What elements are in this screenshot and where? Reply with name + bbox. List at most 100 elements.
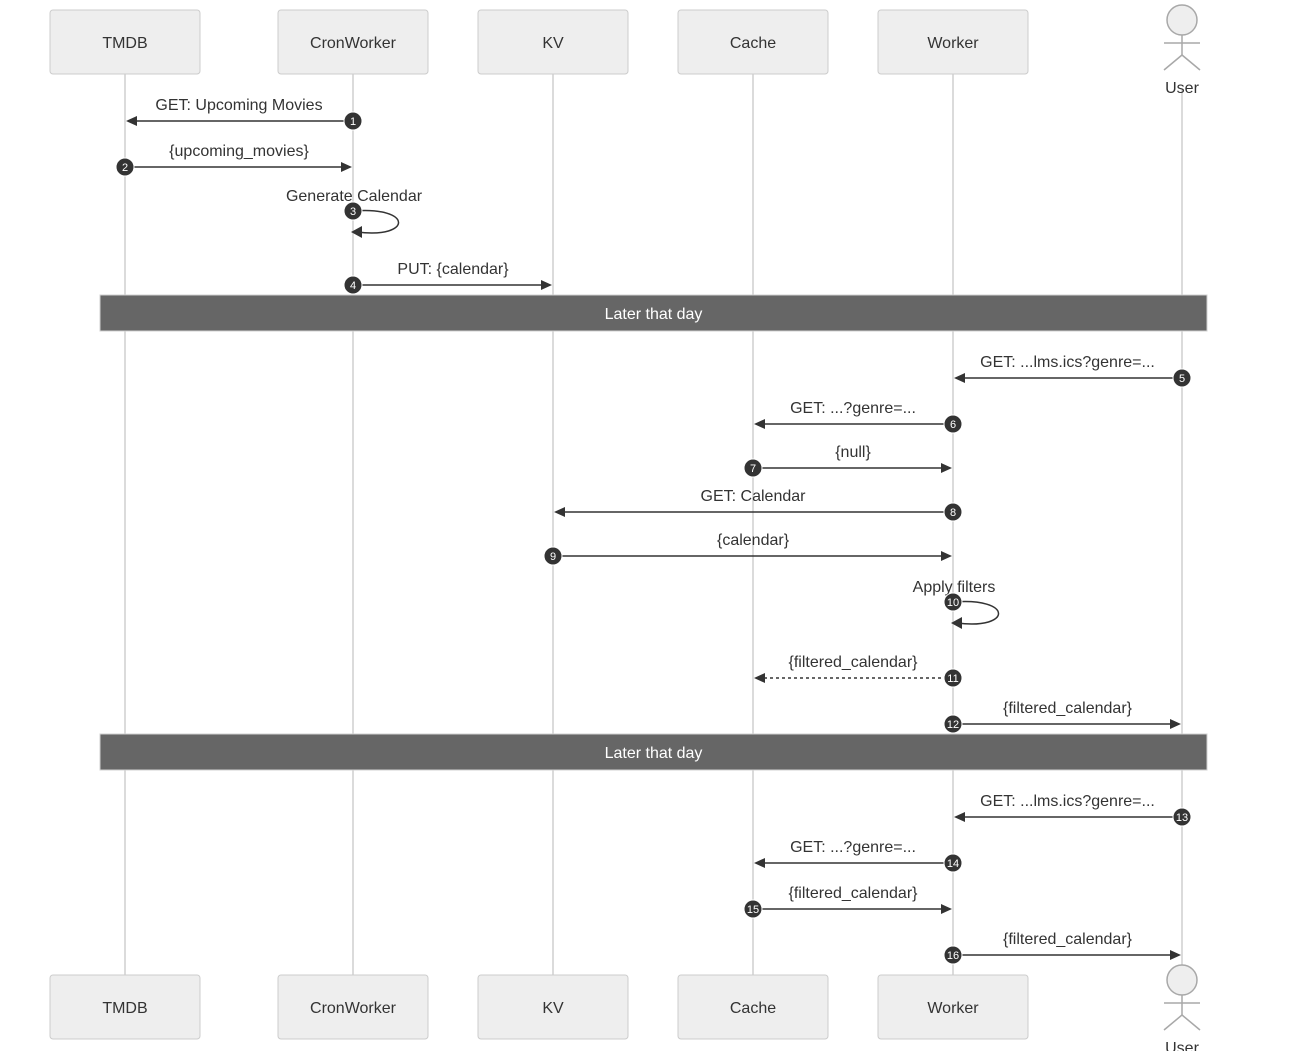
step-number-badge: 1 (343, 111, 363, 131)
step-number-badge: 7 (743, 458, 763, 478)
step-number: 6 (950, 419, 956, 431)
step-number: 11 (947, 673, 958, 685)
arrow-head (951, 617, 962, 629)
step-number: 13 (1176, 812, 1188, 824)
message-label: Apply filters (913, 579, 996, 596)
self-loop-arrow (952, 600, 1000, 625)
step-number: 15 (747, 904, 759, 916)
message-label: {filtered_calendar} (1003, 931, 1133, 948)
step-number-badge: 14 (943, 853, 963, 873)
message-label: GET: Upcoming Movies (155, 97, 322, 114)
participant-label: CronWorker (310, 35, 397, 52)
participant-kv-bottom: KV (477, 974, 629, 1040)
message-label: GET: ...?genre=... (790, 400, 916, 417)
message-label: GET: Calendar (701, 488, 807, 505)
message-11-worker-to-cache: {filtered_calendar} 11 (754, 654, 963, 688)
participant-worker-top: Worker (877, 9, 1029, 75)
step-number: 12 (947, 719, 959, 731)
arrow-head (541, 280, 552, 290)
message-label: GET: ...lms.ics?genre=... (980, 793, 1155, 810)
participant-label: CronWorker (310, 1000, 397, 1017)
participant-label: User (1165, 1040, 1199, 1051)
participant-box (877, 974, 1029, 1040)
participant-label: User (1165, 80, 1199, 97)
message-16-worker-to-user: {filtered_calendar} 16 (943, 931, 1181, 965)
arrow-head (1170, 719, 1181, 729)
step-number-badge: 4 (343, 275, 363, 295)
step-number: 8 (950, 507, 956, 519)
message-label: PUT: {calendar} (397, 261, 509, 278)
message-7-cache-to-worker: {null} 7 (743, 444, 952, 478)
participant-user-top: User (1163, 4, 1201, 97)
participant-box (477, 9, 629, 75)
message-6-worker-to-cache: GET: ...?genre=... 6 (754, 400, 963, 434)
arrow-head (351, 226, 362, 238)
participant-box (877, 9, 1029, 75)
lifelines (124, 74, 1183, 975)
step-number: 10 (947, 597, 959, 609)
step-number: 5 (1179, 373, 1185, 385)
step-number-badge: 16 (943, 945, 963, 965)
participant-cache-bottom: Cache (677, 974, 829, 1040)
participant-label: Worker (927, 35, 979, 52)
arrow-head (1170, 950, 1181, 960)
step-number-badge: 15 (743, 899, 763, 919)
participant-label: TMDB (102, 35, 147, 52)
participant-label: TMDB (102, 1000, 147, 1017)
note-bar (99, 294, 1208, 332)
message-5-user-to-worker: GET: ...lms.ics?genre=...5 (954, 354, 1192, 388)
participant-label: Cache (730, 1000, 776, 1017)
participant-label: Worker (927, 1000, 979, 1017)
self-loop-arrow (352, 209, 400, 234)
participant-box (677, 9, 829, 75)
arrow-head (554, 507, 565, 517)
participant-label: KV (542, 35, 564, 52)
step-number: 14 (947, 858, 959, 870)
step-number-badge: 9 (543, 546, 563, 566)
step-number-badge: 12 (943, 714, 963, 734)
message-label: GET: ...?genre=... (790, 839, 916, 856)
user-icon-leg-right (1181, 54, 1201, 71)
step-number-badge: 8 (943, 502, 963, 522)
arrow-head (754, 673, 765, 683)
participant-box (677, 974, 829, 1040)
user-icon (1166, 4, 1198, 36)
message-label: {null} (835, 444, 871, 461)
step-number: 16 (947, 950, 959, 962)
participant-user-bottom: User (1163, 964, 1201, 1051)
step-number-badge: 11 (943, 668, 963, 688)
participant-box (277, 9, 429, 75)
step-number-badge: 2 (115, 157, 135, 177)
message-label: {filtered_calendar} (789, 885, 919, 902)
step-number: 9 (550, 551, 556, 563)
message-label: Generate Calendar (286, 188, 423, 205)
arrow-head (941, 463, 952, 473)
step-number-badge: 10 (943, 592, 963, 612)
arrow-head (954, 373, 965, 383)
message-4-cron-to-kv: PUT: {calendar} 4 (343, 261, 552, 295)
user-icon-leg-right (1181, 1014, 1201, 1031)
step-number-badge: 5 (1172, 368, 1192, 388)
note-later-that-day: Later that day (99, 733, 1208, 771)
message-label: {filtered_calendar} (789, 654, 919, 671)
participant-kv-top: KV (477, 9, 629, 75)
message-15-cache-to-worker: {filtered_calendar} 15 (743, 885, 952, 919)
step-number-badge: 3 (343, 201, 363, 221)
participant-label: KV (542, 1000, 564, 1017)
step-number-badge: 13 (1172, 807, 1192, 827)
message-label: {filtered_calendar} (1003, 700, 1133, 717)
participant-box (477, 974, 629, 1040)
message-14-worker-to-cache: GET: ...?genre=... 14 (754, 839, 963, 873)
participant-worker-bottom: Worker (877, 974, 1029, 1040)
participant-box (277, 974, 429, 1040)
participant-tmdb-bottom: TMDB (49, 974, 201, 1040)
note-text: Later that day (605, 306, 703, 323)
participant-cache-top: Cache (677, 9, 829, 75)
participant-box (49, 9, 201, 75)
messages: GET: Upcoming Movies1{upcoming_movies}2G… (99, 97, 1208, 965)
step-number: 4 (350, 280, 356, 292)
